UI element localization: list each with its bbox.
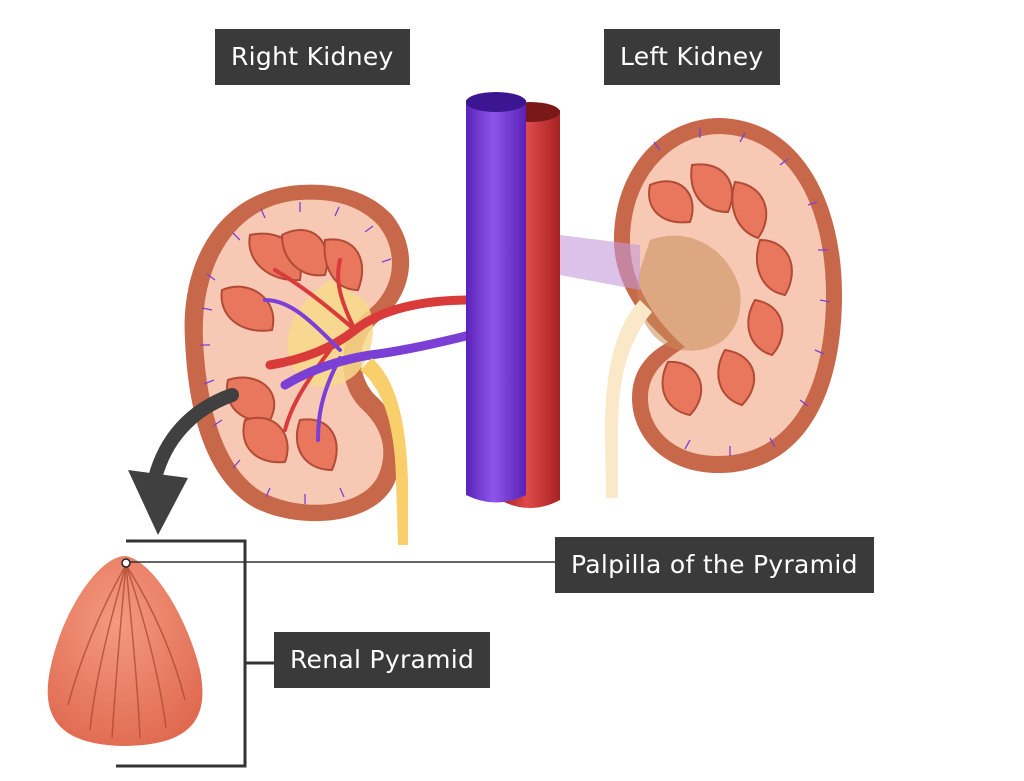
vena-cava-top — [466, 92, 526, 112]
right-kidney-vessels — [263, 258, 475, 442]
papilla-label: Palpilla of the Pyramid — [555, 537, 874, 593]
left-kidney-label: Left Kidney — [604, 29, 780, 85]
renal-pyramid-striations — [67, 564, 186, 739]
great-vessels — [466, 92, 560, 508]
left-renal-vessel-band — [560, 235, 640, 290]
renal-pyramid-label: Renal Pyramid — [274, 632, 491, 688]
right-kidney — [184, 184, 475, 545]
right-ureter — [360, 358, 408, 545]
renal-pyramid-shape — [47, 555, 203, 746]
papilla-marker — [121, 558, 131, 568]
renal-pyramid-enlarged — [47, 555, 203, 746]
pyramid-bracket — [116, 539, 247, 768]
inferior-vena-cava — [466, 100, 526, 503]
right-kidney-pyramids — [220, 229, 364, 472]
right-kidney-label: Right Kidney — [215, 29, 410, 85]
left-kidney-cortex-vessels — [653, 128, 831, 456]
left-kidney-sinus — [637, 235, 741, 351]
pointer-arrow — [128, 388, 239, 535]
left-kidney — [560, 118, 842, 498]
right-kidney-cortex-vessels — [200, 202, 392, 504]
left-kidney-pyramids — [648, 163, 793, 417]
left-ureter — [605, 300, 652, 498]
leader-lines — [116, 539, 556, 768]
